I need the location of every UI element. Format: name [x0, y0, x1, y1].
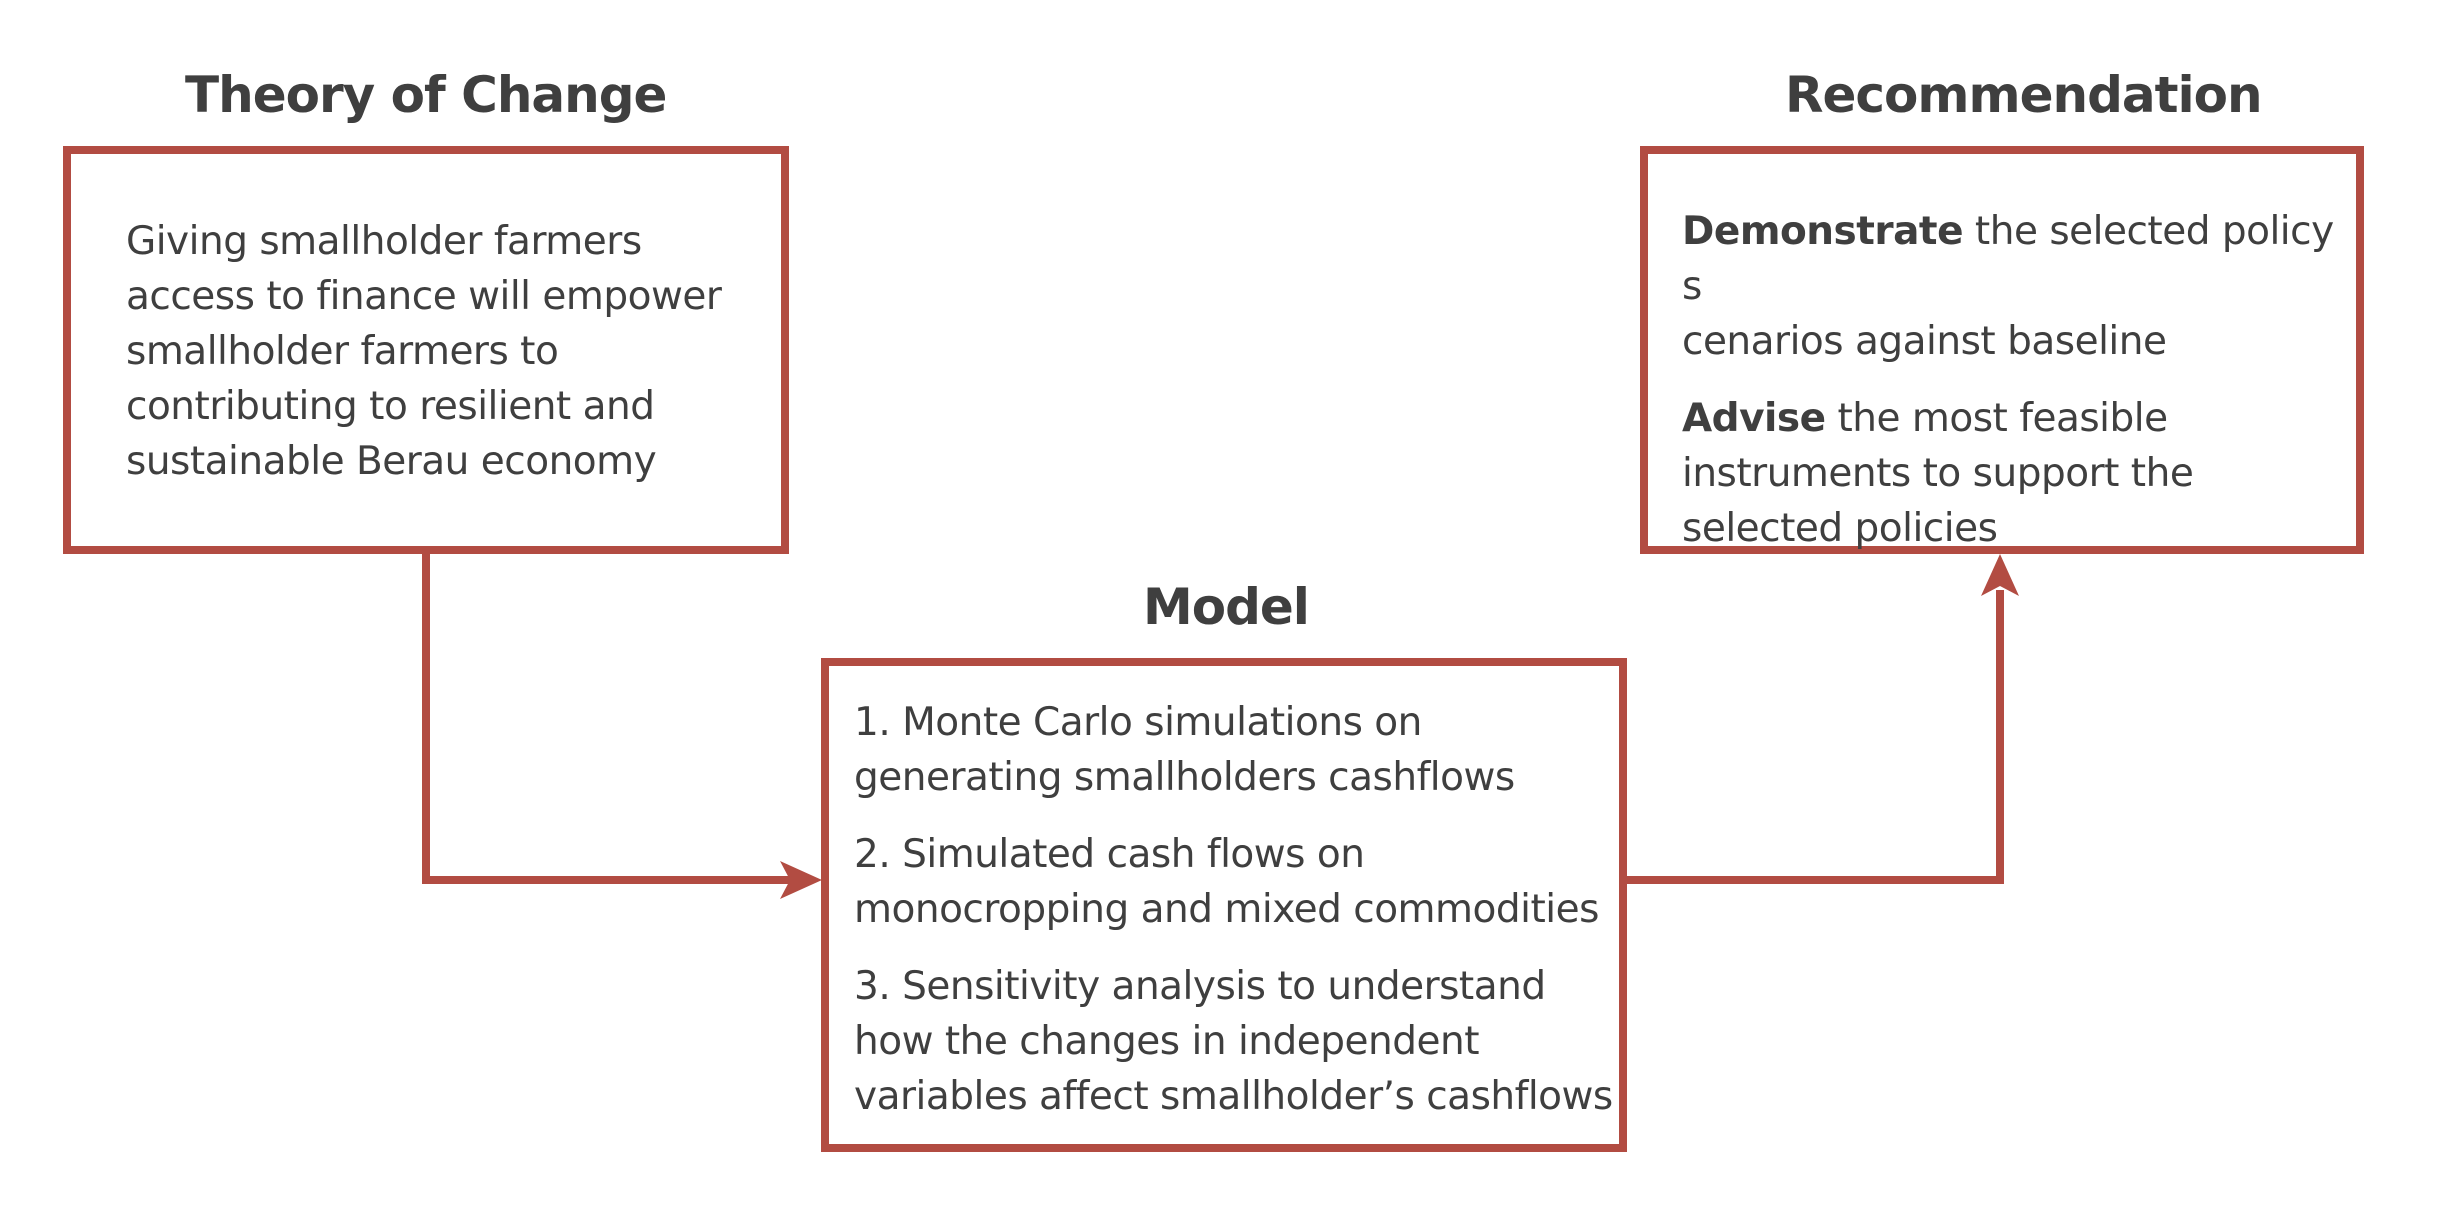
model-line: 2. Simulated cash flows on	[854, 832, 1365, 877]
theory-line: contributing to resilient and	[126, 384, 655, 429]
model-line: how the changes in independent	[854, 1019, 1479, 1064]
demonstrate-keyword: Demonstrate	[1682, 209, 1964, 254]
arrow-head-into-recommendation	[1981, 554, 2019, 596]
model-line: 3. Sensitivity analysis to understand	[854, 964, 1546, 1009]
theory-line: access to finance will empower	[126, 274, 722, 319]
model-line: generating smallholders cashflows	[854, 755, 1515, 800]
theory-of-change-title: Theory of Change	[185, 66, 667, 124]
model-text: 1. Monte Carlo simulations on generating…	[854, 695, 1613, 1124]
recommendation-text: Demonstrate the selected policy s cenari…	[1682, 204, 2356, 556]
recommendation-item-advise: Advise the most feasible	[1682, 391, 2356, 446]
recommendation-line: instruments to support the	[1682, 451, 2194, 496]
model-line: monocropping and mixed commodities	[854, 887, 1599, 932]
theory-of-change-box: Giving smallholder farmers access to fin…	[63, 146, 789, 554]
model-line: variables affect smallholder’s cashflows	[854, 1074, 1613, 1119]
model-box: 1. Monte Carlo simulations on generating…	[821, 658, 1627, 1152]
model-title: Model	[1143, 578, 1310, 636]
theory-line: smallholder farmers to	[126, 329, 559, 374]
recommendation-item-demonstrate: Demonstrate the selected policy s	[1682, 204, 2356, 314]
model-line: 1. Monte Carlo simulations on	[854, 700, 1422, 745]
arrow-model-to-recommendation	[1625, 590, 2004, 884]
theory-of-change-text: Giving smallholder farmers access to fin…	[126, 214, 722, 489]
recommendation-title: Recommendation	[1785, 66, 2263, 124]
recommendation-line: cenarios against baseline	[1682, 319, 2167, 364]
demonstrate-text: the selected policy s	[1682, 209, 2334, 309]
theory-line: sustainable Berau economy	[126, 439, 657, 484]
arrow-theory-to-model	[422, 552, 790, 884]
recommendation-box: Demonstrate the selected policy s cenari…	[1640, 146, 2364, 554]
arrow-head-into-model	[780, 861, 822, 899]
advise-text: the most feasible	[1825, 396, 2168, 441]
theory-line: Giving smallholder farmers	[126, 219, 642, 264]
advise-keyword: Advise	[1682, 396, 1826, 441]
recommendation-line: selected policies	[1682, 506, 1998, 551]
